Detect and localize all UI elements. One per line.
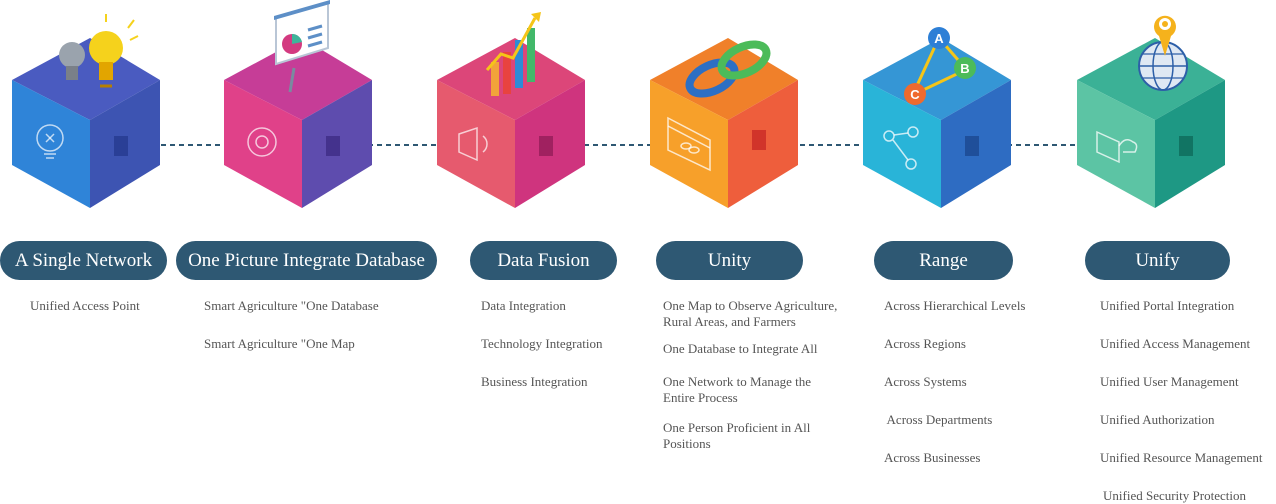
stage-cube-1 — [10, 0, 170, 215]
stage-cube-4 — [648, 0, 808, 215]
stage-item: Across Businesses — [884, 450, 981, 465]
browser-link-icon — [667, 116, 711, 172]
stage-item: Unified Access Management — [1100, 336, 1251, 351]
cube-window — [752, 130, 766, 150]
megaphone-icon — [458, 126, 488, 162]
stage-item: Across Systems — [884, 374, 967, 389]
stage-item: Unified Resource Management — [1100, 450, 1263, 465]
lightbulb-icon — [59, 14, 139, 88]
growth-chart-icon — [485, 12, 541, 96]
stage-item: Data Integration — [481, 298, 566, 313]
stage-item: Technology Integration — [481, 336, 603, 351]
stage-item: One Database to Integrate All — [663, 341, 818, 356]
abc-cycle-icon: A B C — [904, 27, 976, 105]
stage-item: Smart Agriculture "One Database — [204, 298, 379, 313]
stage-item: One Map to Observe Agriculture, Rural Ar… — [663, 298, 838, 329]
cube-window — [114, 136, 128, 156]
stage-item: Across Departments — [884, 412, 993, 427]
stage-title-pill: Range — [874, 241, 1013, 280]
globe-pin-icon — [1138, 15, 1188, 91]
stage-item: Unified Security Protection — [1103, 488, 1246, 503]
svg-text:A: A — [934, 31, 944, 46]
stage-item: One Person Proficient in All Positions — [663, 420, 811, 451]
stage-title-pill: One Picture Integrate Database — [176, 241, 437, 280]
stage-item: Unified User Management — [1100, 374, 1239, 389]
stage-title-pill: A Single Network — [0, 241, 167, 280]
stage-item: Across Hierarchical Levels — [884, 298, 1026, 313]
stage-item: Across Regions — [884, 336, 966, 351]
stage-item: Unified Access Point — [30, 298, 140, 313]
cube-window — [965, 136, 979, 156]
stage-item: Unified Portal Integration — [1100, 298, 1235, 313]
stage-cube-5: A B C — [861, 0, 1021, 215]
stage-cube-6 — [1075, 0, 1235, 215]
stage-item: One Network to Manage the Entire Process — [663, 374, 812, 405]
stage-item: Business Integration — [481, 374, 588, 389]
stage-cube-2 — [222, 0, 382, 215]
stage-title-pill: Unity — [656, 241, 803, 280]
cloud-computer-icon — [1096, 130, 1138, 164]
stage-item: Smart Agriculture "One Map — [204, 336, 355, 351]
gear-brain-icon — [247, 127, 277, 157]
network-nodes-icon — [883, 126, 919, 170]
cube-window — [1179, 136, 1193, 156]
presentation-board-icon — [274, 0, 330, 93]
cube-window — [539, 136, 553, 156]
stage-item: Unified Authorization — [1100, 412, 1215, 427]
cube-window — [326, 136, 340, 156]
chain-link-icon — [685, 40, 771, 98]
stage-title-pill: Unify — [1085, 241, 1230, 280]
idea-bulb-icon — [36, 124, 64, 159]
svg-text:C: C — [910, 87, 920, 102]
stage-title-pill: Data Fusion — [470, 241, 617, 280]
svg-text:B: B — [960, 61, 969, 76]
stage-cube-3 — [435, 0, 595, 215]
